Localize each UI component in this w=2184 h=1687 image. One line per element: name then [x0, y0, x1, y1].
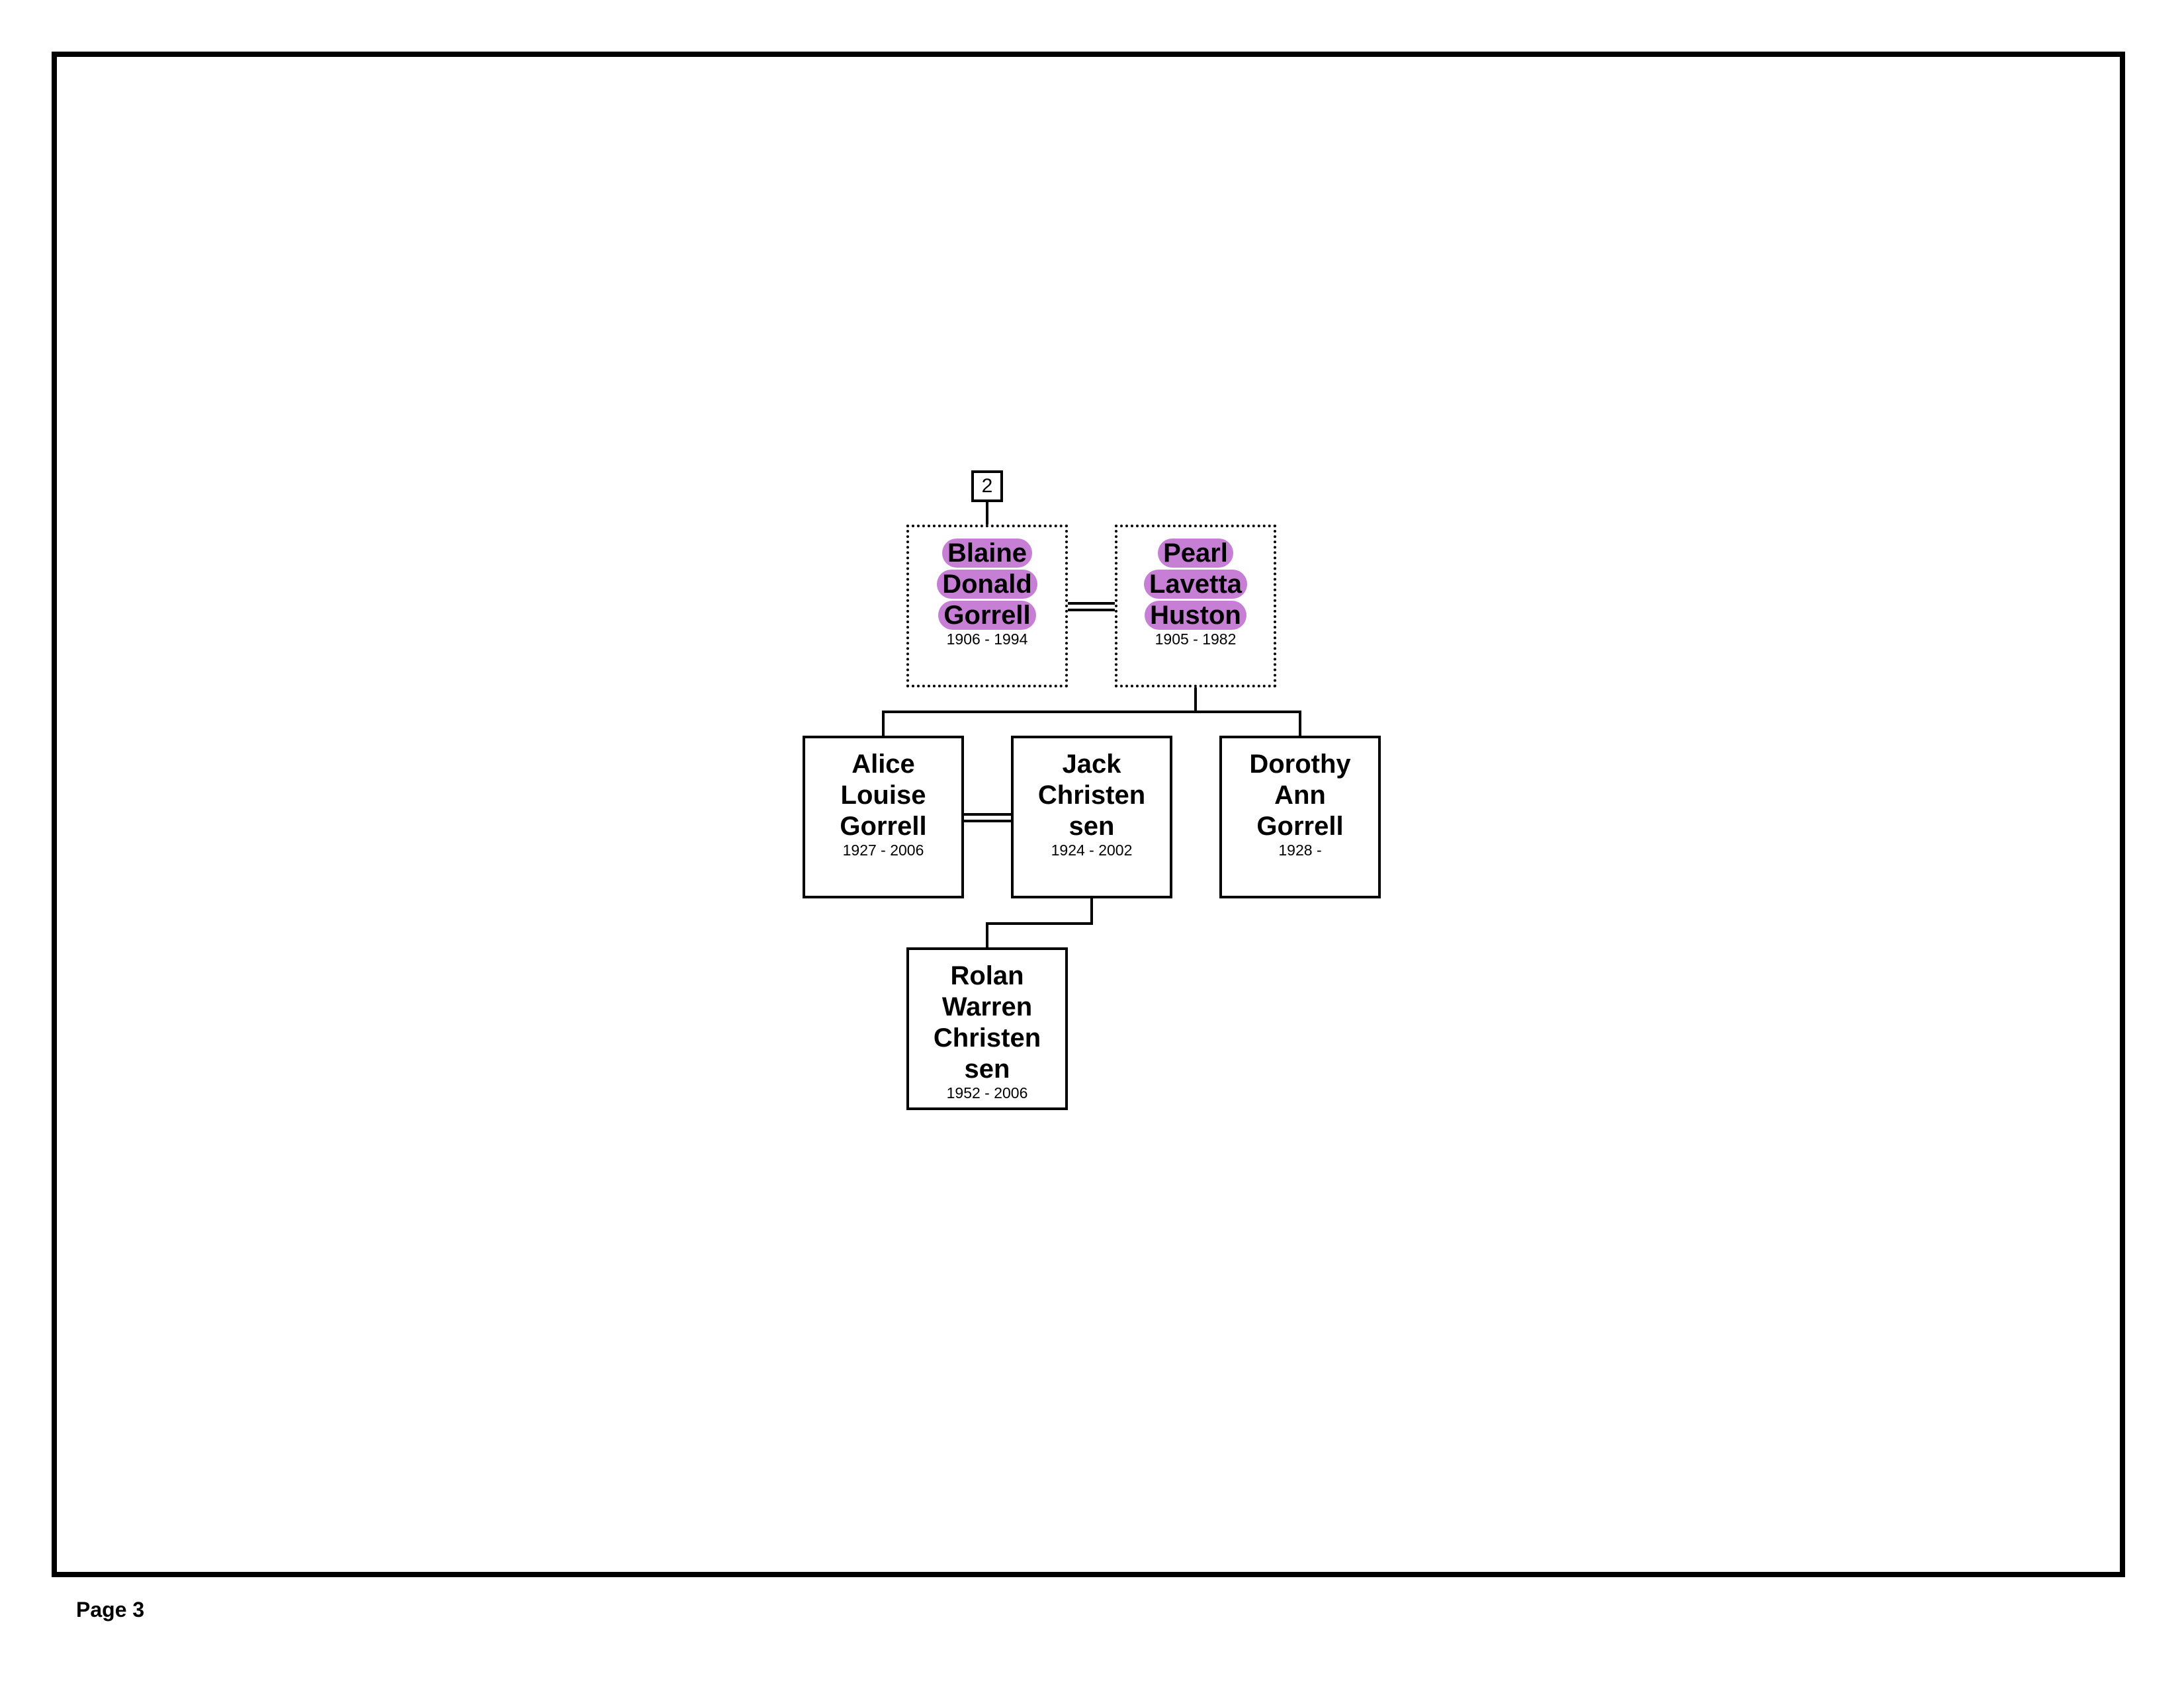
person-name: Dorothy Ann Gorrell: [1222, 749, 1378, 842]
person-dates: 1927 - 2006: [842, 842, 924, 859]
name-line: sen: [964, 1055, 1010, 1084]
name-line: Donald: [937, 570, 1037, 599]
person-name: Alice Louise Gorrell: [805, 749, 961, 842]
name-line: Huston: [1145, 601, 1246, 630]
descent-connector: [1194, 687, 1197, 713]
badge-connector: [986, 502, 988, 526]
person-dates: 1905 - 1982: [1155, 630, 1237, 648]
descent-connector: [986, 922, 1093, 925]
child-connector: [1299, 711, 1301, 737]
child-connector: [986, 922, 988, 949]
name-line: Pearl: [1158, 539, 1233, 568]
name-line: Christen: [933, 1023, 1041, 1053]
person-box-jack[interactable]: Jack Christen sen 1924 - 2002: [1011, 736, 1172, 898]
name-line: Ann: [1274, 781, 1326, 810]
person-name: Jack Christen sen: [1014, 749, 1170, 842]
page-label: Page 3: [76, 1598, 145, 1622]
person-name: Pearl Lavetta Huston: [1117, 538, 1274, 631]
person-dates: 1928 -: [1278, 842, 1322, 859]
person-box-dorothy[interactable]: Dorothy Ann Gorrell 1928 -: [1219, 736, 1381, 898]
name-line: Alice: [852, 750, 915, 779]
name-line: Lavetta: [1143, 570, 1248, 599]
name-line: Warren: [941, 992, 1033, 1021]
name-line: Christen: [1037, 781, 1146, 810]
name-line: Gorrell: [938, 601, 1036, 630]
child-connector: [882, 711, 885, 737]
person-box-alice[interactable]: Alice Louise Gorrell 1927 - 2006: [803, 736, 964, 898]
person-dates: 1952 - 2006: [946, 1084, 1028, 1102]
page-frame: [52, 52, 2125, 1577]
name-line: Louise: [840, 781, 926, 810]
name-line: Gorrell: [1256, 812, 1344, 841]
person-name: Blaine Donald Gorrell: [909, 538, 1065, 631]
name-line: Gorrell: [840, 812, 927, 841]
marriage-connector: [1068, 602, 1115, 611]
person-box-blaine[interactable]: Blaine Donald Gorrell 1906 - 1994: [906, 525, 1068, 687]
person-dates: 1924 - 2002: [1051, 842, 1133, 859]
name-line: Dorothy: [1249, 750, 1351, 779]
marriage-connector: [963, 813, 1012, 822]
person-name: Rolan Warren Christen sen: [909, 961, 1065, 1085]
descent-connector: [1090, 898, 1093, 925]
sibling-connector: [882, 711, 1301, 713]
name-line: Blaine: [941, 539, 1033, 568]
person-box-pearl[interactable]: Pearl Lavetta Huston 1905 - 1982: [1115, 525, 1276, 687]
person-box-rolan[interactable]: Rolan Warren Christen sen 1952 - 2006: [906, 947, 1068, 1110]
person-dates: 1906 - 1994: [946, 630, 1028, 648]
name-line: Rolan: [950, 961, 1024, 990]
name-line: Jack: [1062, 750, 1121, 779]
page-reference-badge[interactable]: 2: [971, 470, 1003, 502]
name-line: sen: [1069, 812, 1115, 841]
